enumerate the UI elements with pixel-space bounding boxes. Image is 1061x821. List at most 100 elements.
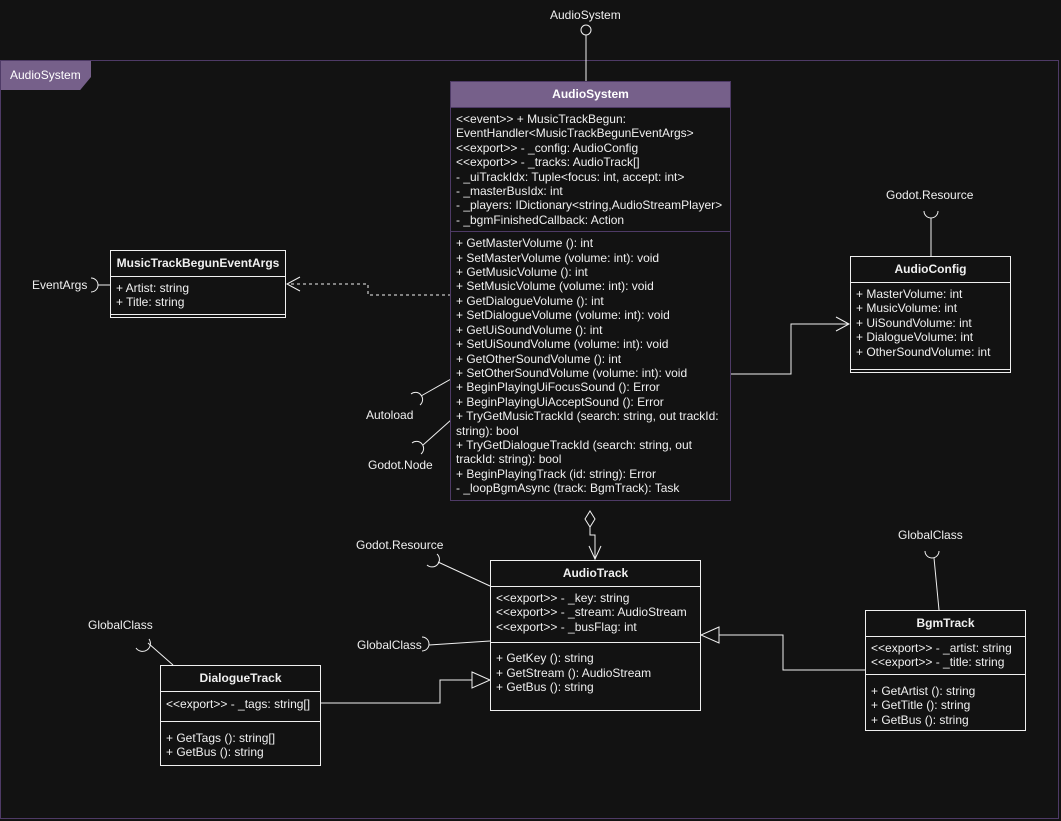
dependency-arrow [287, 283, 451, 296]
class-method: + GetBus (): string [496, 680, 594, 695]
class-attribute: <<export>> - _key: string [496, 591, 630, 605]
required-interface-label: Godot.Node [368, 458, 433, 472]
class-method: + GetMasterVolume (): int [456, 236, 594, 251]
required-interface-label: GlobalClass [357, 638, 422, 652]
dialoguetrack-globalclass-line [147, 642, 174, 666]
required-interface-label: GlobalClass [898, 528, 963, 542]
class-attribute: <<export>> - _busFlag: int [496, 619, 637, 634]
class-bgm-track[interactable]: BgmTrack <<export>> - _artist: string<<e… [865, 610, 1026, 731]
class-attribute: + DialogueVolume: int [856, 330, 974, 345]
class-method: + SetOtherSoundVolume (volume: int): voi… [456, 365, 688, 380]
class-attribute: - _bgmFinishedCallback: Action [456, 212, 625, 227]
class-music-track-begun-event-args[interactable]: MusicTrackBegunEventArgs + Artist: strin… [110, 250, 286, 318]
class-name: BgmTrack [866, 611, 1025, 637]
class-method: + GetStream (): AudioStream [496, 665, 652, 680]
class-name: AudioConfig [851, 257, 1010, 283]
class-method: + GetMusicVolume (): int [456, 265, 588, 280]
class-name: AudioTrack [491, 561, 700, 587]
class-method: + SetUiSoundVolume (volume: int): void [456, 337, 669, 352]
class-attribute: + UiSoundVolume: int [856, 315, 972, 330]
class-name: MusicTrackBegunEventArgs [111, 251, 285, 277]
class-methods [111, 315, 285, 317]
class-attribute: <<export>> - _config: AudioConfig [456, 140, 639, 155]
class-method: + GetTitle (): string [871, 698, 971, 713]
class-attribute: <<event>> + MusicTrackBegun: EventHandle… [456, 112, 694, 141]
class-methods: + GetKey (): string+ GetStream (): Audio… [491, 643, 700, 698]
provided-interface-label: AudioSystem [550, 8, 621, 22]
generalization-triangle-icon [699, 626, 720, 644]
generalization-line [719, 634, 865, 671]
open-arrowhead-icon [588, 545, 602, 561]
class-name: AudioSystem [451, 82, 730, 108]
bgmtrack-globalclass-line [933, 557, 940, 611]
godot-node-line [422, 419, 452, 446]
aggregation-diamond-icon [584, 510, 596, 528]
class-method: + TryGetMusicTrackId (search: string, ou… [456, 409, 722, 438]
class-audio-system[interactable]: AudioSystem <<event>> + MusicTrackBegun:… [450, 81, 731, 501]
class-audio-track[interactable]: AudioTrack <<export>> - _key: string<<ex… [490, 560, 701, 711]
generalization-triangle-icon [471, 671, 492, 689]
required-interface-socket-icon [135, 638, 151, 652]
class-method: + GetBus (): string [871, 712, 969, 727]
association-arrow [731, 323, 849, 375]
class-attributes: <<export>> - _tags: string[] [161, 692, 320, 722]
class-method: + SetDialogueVolume (volume: int): void [456, 308, 670, 323]
required-interface-socket-icon [421, 636, 430, 652]
class-method: + GetBus (): string [166, 745, 264, 760]
class-method: + BeginPlayingUiAcceptSound (): Error [456, 394, 664, 409]
class-attributes: + Artist: string+ Title: string [111, 277, 285, 315]
audiotrack-resource-line [437, 561, 491, 587]
open-arrowhead-icon [835, 316, 851, 332]
class-audio-config[interactable]: AudioConfig + MasterVolume: int+ MusicVo… [850, 256, 1011, 374]
class-name: DialogueTrack [161, 666, 320, 692]
class-attribute: <<export>> - _title: string [871, 655, 1005, 670]
required-interface-socket-icon [426, 553, 440, 568]
class-attribute: - _masterBusIdx: int [456, 184, 563, 199]
class-attributes: + MasterVolume: int+ MusicVolume: int+ U… [851, 283, 1010, 371]
class-attributes: <<export>> - _artist: string<<export>> -… [866, 637, 1025, 675]
open-arrowhead-icon [285, 276, 301, 292]
required-interface-label: Godot.Resource [886, 188, 974, 202]
class-attributes: <<export>> - _key: string<<export>> - _s… [491, 587, 700, 644]
class-method: + GetDialogueVolume (): int [456, 293, 604, 308]
class-method: + SetMusicVolume (volume: int): void [456, 279, 654, 294]
required-interface-label: EventArgs [32, 278, 88, 292]
class-method: + BeginPlayingTrack (id: string): Error [456, 466, 656, 481]
class-methods: + GetArtist (): string+ GetTitle (): str… [866, 675, 1025, 731]
class-method: + SetMasterVolume (volume: int): void [456, 250, 660, 265]
required-interface-socket-icon [410, 391, 424, 406]
required-interface-socket-icon [924, 550, 940, 559]
class-method: + GetTags (): string[] [166, 731, 276, 745]
class-attribute: + OtherSoundVolume: int [856, 344, 991, 359]
class-method: + GetOtherSoundVolume (): int [456, 351, 622, 366]
class-attribute: <<export>> - _tracks: AudioTrack[] [456, 155, 640, 170]
aggregation-line [589, 527, 596, 559]
required-interface-label: Autoload [366, 408, 414, 422]
class-methods: + GetTags (): string[]+ GetBus (): strin… [161, 722, 320, 764]
class-attribute: - _players: IDictionary<string,AudioStre… [456, 198, 723, 213]
class-methods: + GetMasterVolume (): int+ SetMasterVolu… [451, 232, 730, 499]
generalization-line [321, 679, 472, 704]
class-attribute: <<export>> - _artist: string [871, 641, 1012, 655]
package-frame [0, 60, 1059, 819]
class-method: + TryGetDialogueTrackId (search: string,… [456, 437, 696, 467]
audiotrack-globalclass-line [428, 640, 491, 646]
class-attribute: - _uiTrackIdx: Tuple<focus: int, accept:… [456, 169, 685, 184]
required-interface-label: GlobalClass [88, 618, 153, 632]
required-interface-socket-icon [923, 210, 939, 219]
class-dialogue-track[interactable]: DialogueTrack <<export>> - _tags: string… [160, 665, 321, 766]
required-interface-socket-icon [90, 277, 99, 293]
class-attribute: + MusicVolume: int [856, 301, 958, 316]
class-methods [851, 370, 1010, 372]
class-attribute: + MasterVolume: int [856, 287, 963, 301]
class-attribute: <<export>> - _tags: string[] [166, 697, 311, 711]
class-method: + BeginPlayingUiFocusSound (): Error [456, 380, 660, 395]
class-method: - _loopBgmAsync (track: BgmTrack): Task [456, 481, 680, 496]
class-method: + GetArtist (): string [871, 683, 976, 698]
required-interface-socket-icon [411, 440, 425, 455]
package-tab: AudioSystem [1, 61, 91, 90]
class-attribute: <<export>> - _stream: AudioStream [496, 605, 687, 620]
class-method: + GetUiSoundVolume (): int [456, 322, 603, 337]
required-interface-label: Godot.Resource [356, 538, 444, 552]
